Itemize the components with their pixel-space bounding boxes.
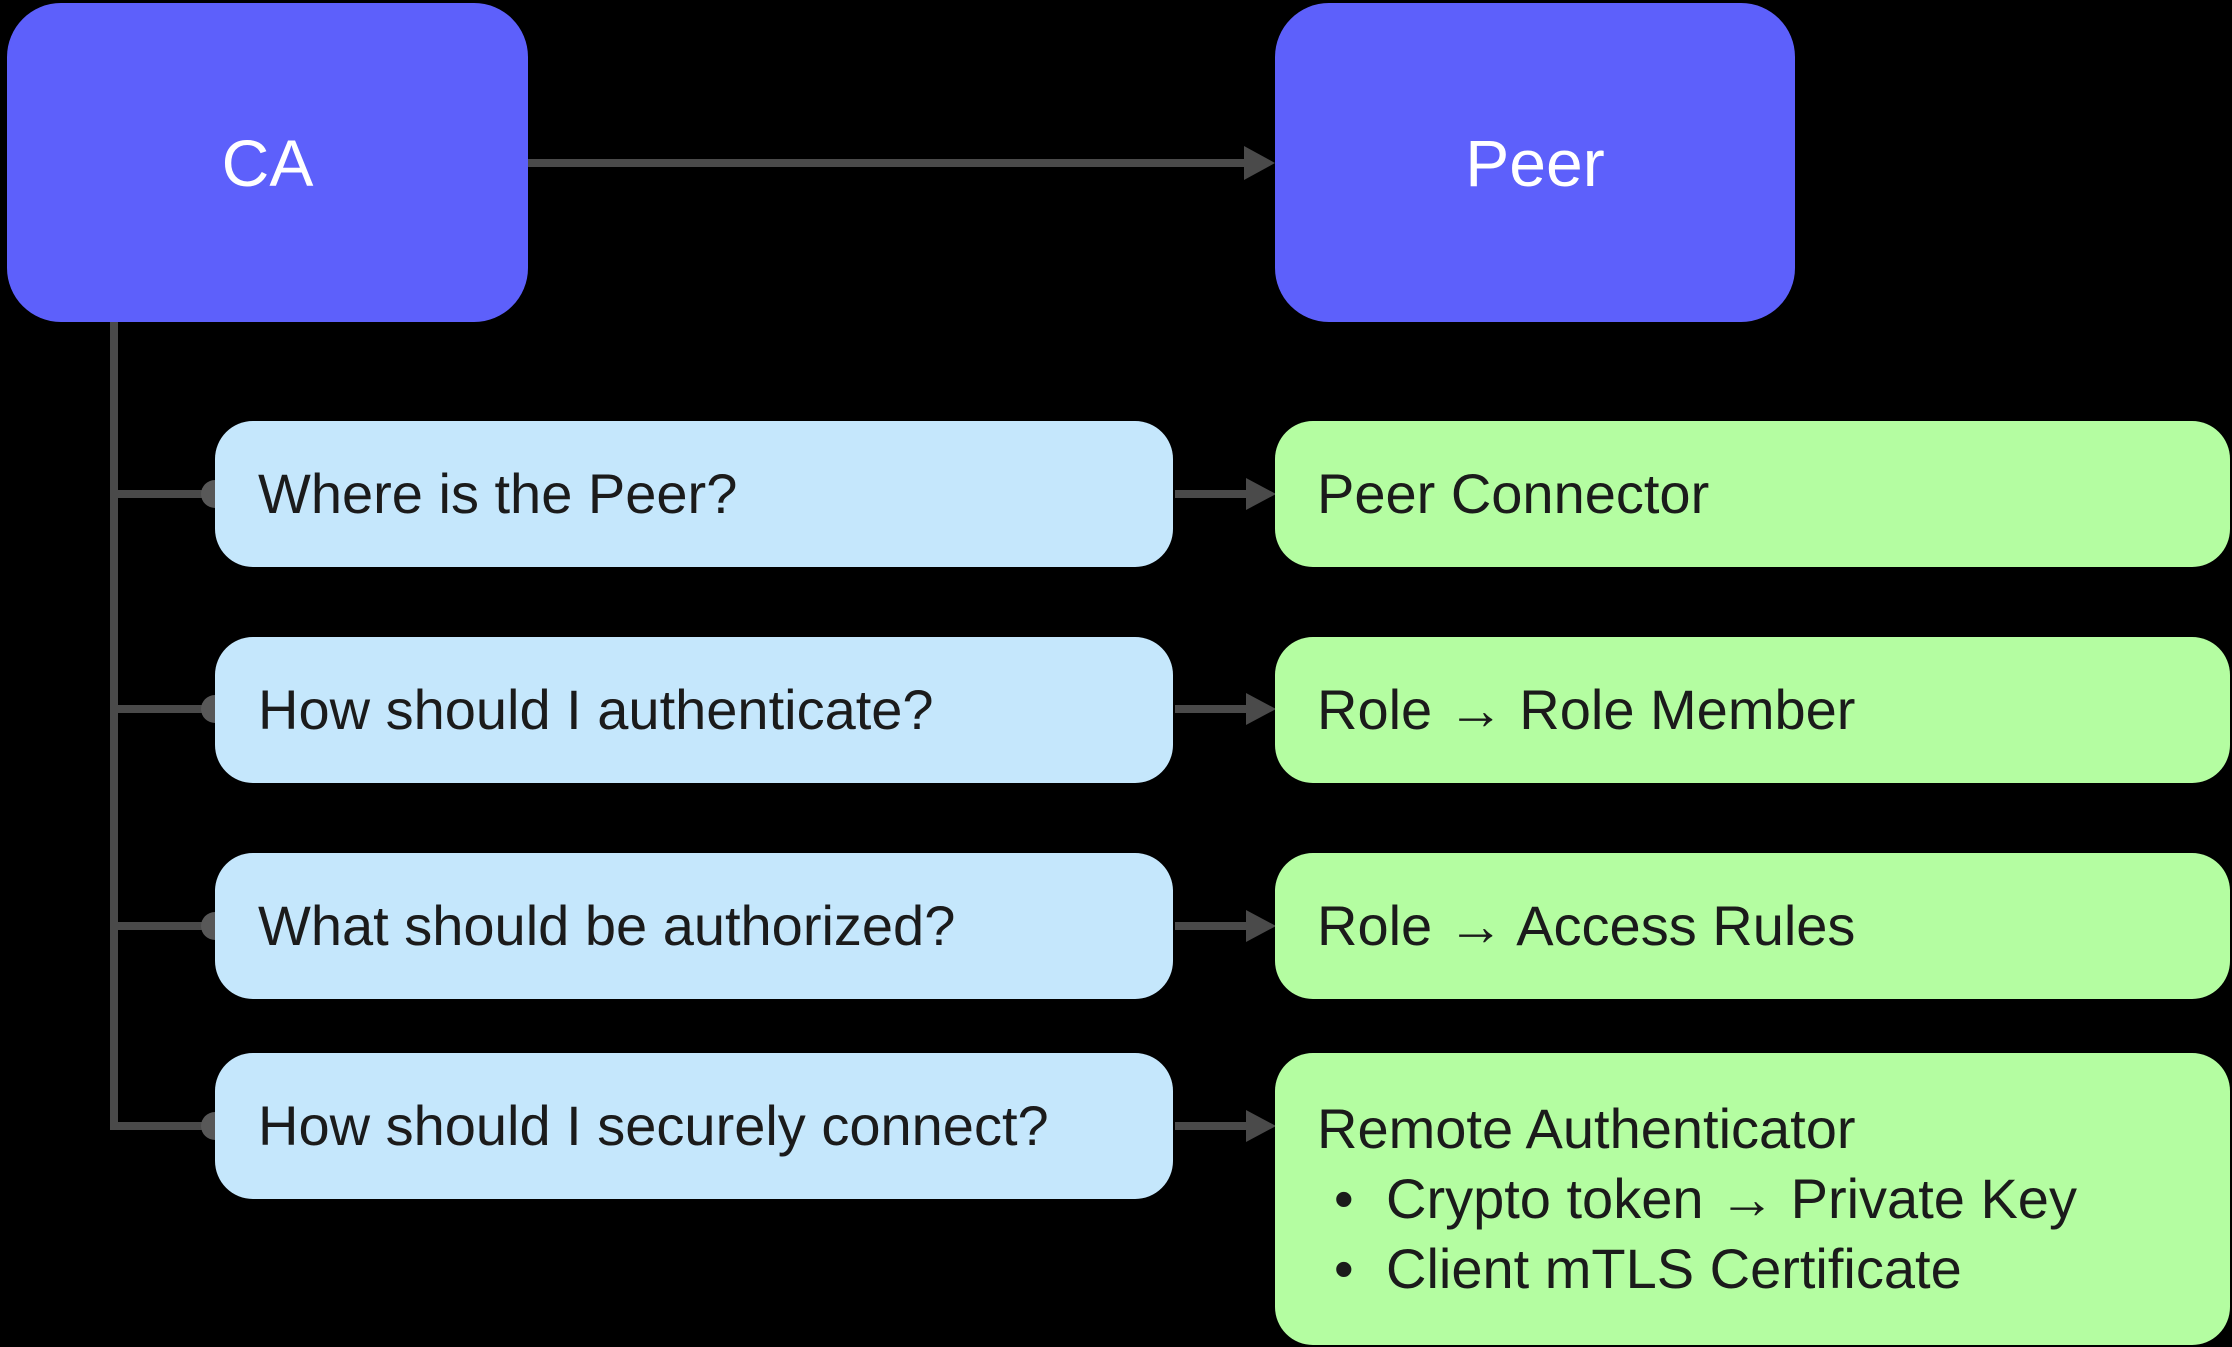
bullet-item: • Crypto token → Private Key	[1317, 1164, 2077, 1234]
bullet-item: • Client mTLS Certificate	[1317, 1234, 1962, 1304]
answer-label: Role → Role Member	[1317, 678, 1856, 742]
question-label: How should I securely connect?	[258, 1094, 1049, 1158]
question-box-where-is-peer: Where is the Peer?	[215, 421, 1173, 567]
node-ca: CA	[7, 3, 528, 322]
answer-title: Remote Authenticator	[1317, 1097, 1856, 1160]
question-label: How should I authenticate?	[258, 678, 934, 742]
row-1-arrowhead-icon	[1246, 478, 1276, 510]
answer-box-remote-authenticator: Remote Authenticator • Crypto token → Pr…	[1275, 1053, 2230, 1345]
answer-box-peer-connector: Peer Connector	[1275, 421, 2230, 567]
question-box-securely-connect: How should I securely connect?	[215, 1053, 1173, 1199]
ca-to-peer-arrowhead-icon	[1244, 146, 1275, 180]
bullet-icon: •	[1334, 1237, 1354, 1300]
row-2-arrowhead-icon	[1246, 693, 1276, 725]
bullet-icon: •	[1334, 1167, 1354, 1230]
answer-box-role-member: Role → Role Member	[1275, 637, 2230, 783]
answer-label: Role → Access Rules	[1317, 894, 1856, 958]
question-box-what-authorized: What should be authorized?	[215, 853, 1173, 999]
question-label: Where is the Peer?	[258, 462, 738, 526]
node-peer-label: Peer	[1465, 125, 1605, 200]
node-peer: Peer	[1275, 3, 1795, 322]
question-label: What should be authorized?	[258, 894, 956, 958]
row-4-arrowhead-icon	[1246, 1110, 1276, 1142]
row-3-arrowhead-icon	[1246, 910, 1276, 942]
answer-label: Peer Connector	[1317, 462, 1710, 526]
bullet-label: Crypto token → Private Key	[1386, 1167, 2077, 1230]
answer-box-access-rules: Role → Access Rules	[1275, 853, 2230, 999]
question-box-how-authenticate: How should I authenticate?	[215, 637, 1173, 783]
node-ca-label: CA	[221, 125, 314, 200]
bullet-label: Client mTLS Certificate	[1386, 1237, 1962, 1300]
